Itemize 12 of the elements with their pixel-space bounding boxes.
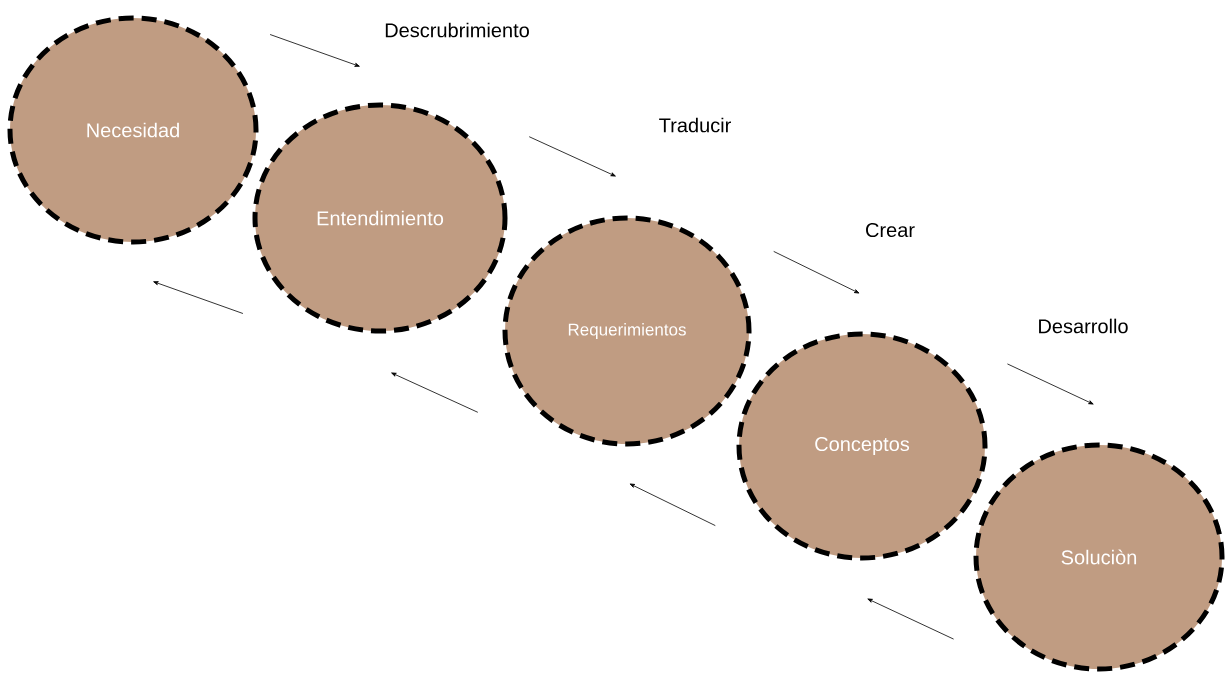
- arrow: [391, 372, 479, 413]
- edge-label: Traducir: [659, 117, 731, 133]
- arrow: [773, 251, 860, 294]
- edge-label: Descrubrimiento: [385, 22, 529, 38]
- arrow: [269, 34, 360, 67]
- arrow: [629, 483, 716, 526]
- arrow: [528, 136, 616, 177]
- arrow: [153, 281, 244, 314]
- edge-label: Desarrollo: [1039, 318, 1128, 334]
- arrow: [867, 598, 954, 640]
- arrow: [1007, 363, 1094, 405]
- edge-label: Crear: [866, 222, 915, 238]
